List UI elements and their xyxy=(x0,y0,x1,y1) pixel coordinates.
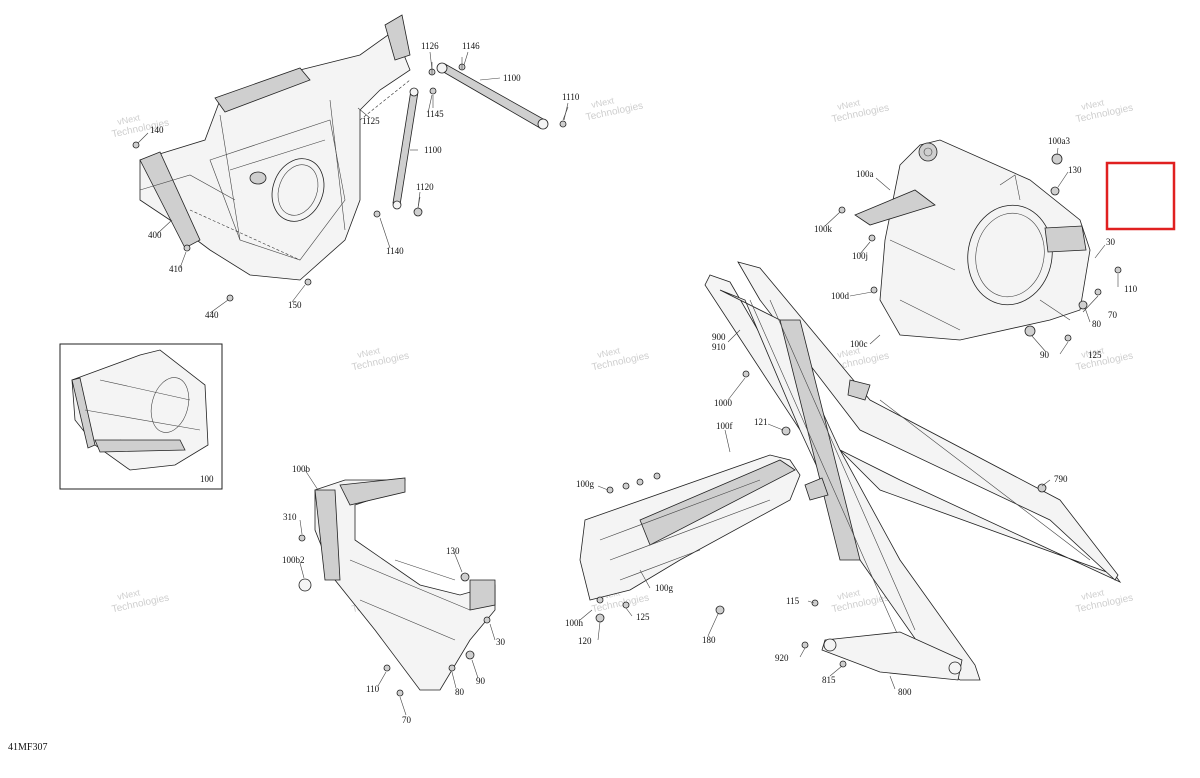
callout-140: 140 xyxy=(150,125,164,135)
lower-link-800 xyxy=(801,599,963,681)
callout-410: 410 xyxy=(169,264,183,274)
callout-800: 800 xyxy=(898,687,912,697)
callout-100g: 100g xyxy=(576,479,595,489)
callout-30-lower: 30 xyxy=(496,637,506,647)
callout-100a: 100a xyxy=(856,169,874,179)
diagram-code: 41MF307 xyxy=(8,742,48,753)
callout-310: 310 xyxy=(283,512,297,522)
callout-900: 900 xyxy=(712,332,726,342)
callout-1000: 1000 xyxy=(714,398,733,408)
callout-440: 440 xyxy=(205,310,219,320)
watermark: vNext xyxy=(356,345,381,360)
callout-400: 400 xyxy=(148,230,162,240)
callout-100b: 100b xyxy=(292,464,311,474)
inset-frame-100 xyxy=(59,343,223,490)
callout-910: 910 xyxy=(712,342,726,352)
lower-support-assembly xyxy=(298,477,496,697)
watermark: vNext xyxy=(1080,587,1105,602)
callout-1110: 1110 xyxy=(562,92,580,102)
watermark: vNext xyxy=(836,345,861,360)
callout-130-lower: 130 xyxy=(446,546,460,556)
callout-100c: 100c xyxy=(850,339,868,349)
watermark: vNext xyxy=(596,345,621,360)
callout-90-lower: 90 xyxy=(476,676,486,686)
callout-100a3: 100a3 xyxy=(1048,136,1070,146)
callout-120: 120 xyxy=(578,636,592,646)
callout-790: 790 xyxy=(1054,474,1068,484)
callout-130: 130 xyxy=(1068,165,1082,175)
callout-125-lower: 125 xyxy=(636,612,650,622)
connecting-rods xyxy=(132,57,569,302)
callout-80: 80 xyxy=(1092,319,1102,329)
callout-70-lower: 70 xyxy=(402,715,412,725)
callout-180: 180 xyxy=(702,635,716,645)
watermark: vNext xyxy=(116,587,141,602)
callout-100j: 100j xyxy=(852,251,868,261)
callout-815: 815 xyxy=(822,675,836,685)
callout-1125: 1125 xyxy=(362,116,380,126)
callout-150: 150 xyxy=(288,300,302,310)
callout-1120: 1120 xyxy=(416,182,434,192)
callout-100h: 100h xyxy=(565,618,584,628)
top-right-cage-assembly xyxy=(838,139,1122,342)
top-left-frame-assembly xyxy=(139,14,411,281)
watermark: vNext xyxy=(590,95,615,110)
watermark: vNext xyxy=(116,112,141,127)
callout-100d: 100d xyxy=(831,291,850,301)
callout-1140: 1140 xyxy=(386,246,404,256)
callout-920: 920 xyxy=(775,653,789,663)
callout-110: 110 xyxy=(1124,284,1138,294)
callout-125: 125 xyxy=(1088,350,1102,360)
callout-115: 115 xyxy=(786,596,800,606)
callout-1100-lower: 1100 xyxy=(424,145,442,155)
floor-plate-assembly xyxy=(579,454,801,623)
callout-70: 70 xyxy=(1108,310,1118,320)
watermark: vNext xyxy=(1080,345,1105,360)
callout-80-lower: 80 xyxy=(455,687,465,697)
callout-labels: 1126 1146 1100 1110 1145 1125 1100 1120 … xyxy=(148,41,1138,725)
callout-100b2: 100b2 xyxy=(282,555,305,565)
highlight-box xyxy=(1105,161,1176,231)
callout-121: 121 xyxy=(754,417,768,427)
leader-lines xyxy=(137,51,1119,716)
callout-1100: 1100 xyxy=(503,73,521,83)
callout-100g-lower: 100g xyxy=(655,583,674,593)
watermark: vNext xyxy=(836,97,861,112)
callout-110-lower: 110 xyxy=(366,684,380,694)
callout-100f: 100f xyxy=(716,421,733,431)
callout-100: 100 xyxy=(200,474,214,484)
watermark: vNext xyxy=(836,587,861,602)
callout-1126: 1126 xyxy=(421,41,439,51)
callout-90: 90 xyxy=(1040,350,1050,360)
callout-30: 30 xyxy=(1106,237,1116,247)
callout-100k: 100k xyxy=(814,224,833,234)
watermark: vNext xyxy=(1080,97,1105,112)
callout-1145: 1145 xyxy=(426,109,444,119)
callout-1146: 1146 xyxy=(462,41,480,51)
diagonal-beam-assembly xyxy=(704,261,1122,681)
